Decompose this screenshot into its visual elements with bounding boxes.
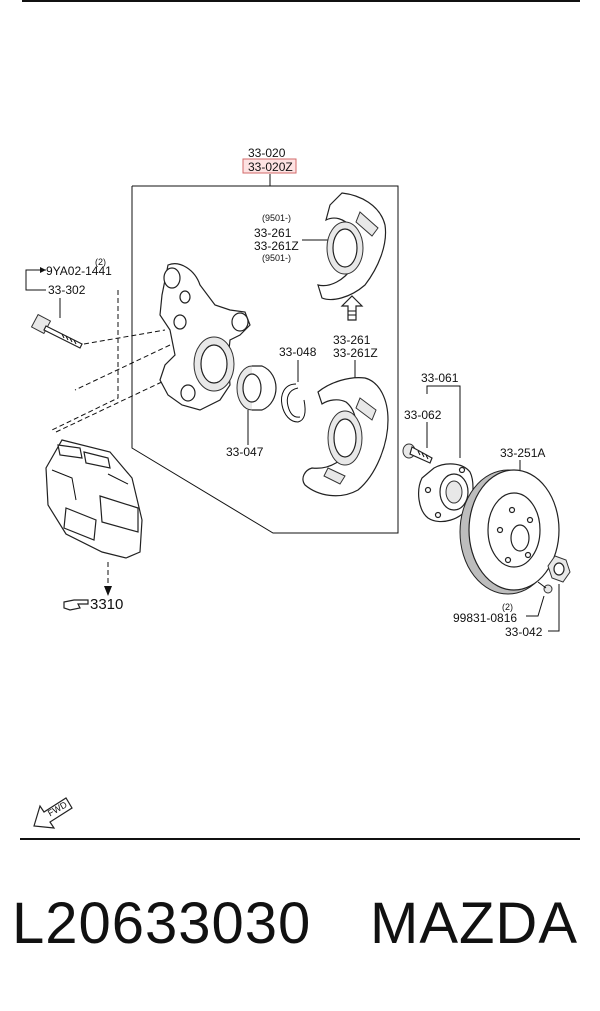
- label-bolt-no[interactable]: 33-302: [48, 283, 86, 297]
- brake-disc-33-251a[interactable]: [459, 469, 560, 595]
- label-bearing[interactable]: 33-047: [226, 445, 264, 459]
- nut-33-042[interactable]: [547, 555, 571, 583]
- label-dust-cover-lower-alt[interactable]: 33-261Z: [333, 346, 378, 360]
- label-date-top: (9501-): [262, 213, 291, 223]
- label-assembly-no[interactable]: 33-020: [248, 146, 286, 160]
- screw-99831-0816[interactable]: [537, 581, 553, 594]
- label-date-bottom: (9501-): [262, 253, 291, 263]
- brake-caliper[interactable]: [45, 439, 143, 559]
- assembly-highlight: [242, 158, 297, 174]
- label-bolt-qty: (2): [95, 257, 106, 267]
- bolt-33-302[interactable]: [30, 313, 83, 349]
- label-dust-cover-upper-alt[interactable]: 33-261Z: [254, 239, 299, 253]
- label-hub-assy[interactable]: 33-061: [421, 371, 459, 385]
- label-screw-code[interactable]: 99831-0816: [453, 611, 517, 625]
- pointing-hand-icon: [63, 599, 89, 611]
- bottom-rule: [20, 838, 580, 840]
- fwd-arrow-icon: FWD: [33, 797, 73, 829]
- dust-cover-lower[interactable]: [302, 377, 389, 497]
- bearing-33-047[interactable]: [236, 365, 277, 411]
- wheel-hub[interactable]: [418, 463, 474, 523]
- steering-knuckle[interactable]: [159, 263, 251, 411]
- label-snap-ring[interactable]: 33-048: [279, 345, 317, 359]
- up-arrow-icon: [340, 295, 364, 321]
- label-assembly-alt[interactable]: 33-020Z: [248, 160, 293, 174]
- dust-cover-upper[interactable]: [317, 192, 387, 301]
- label-dust-cover-upper[interactable]: 33-261: [254, 226, 292, 240]
- part-code: L20633030: [12, 891, 312, 956]
- top-rule: [22, 0, 580, 2]
- snap-ring-33-048[interactable]: [281, 383, 306, 423]
- label-dust-cover-lower[interactable]: 33-261: [333, 333, 371, 347]
- assembly-bracket: [131, 185, 399, 534]
- label-bolt-code[interactable]: 9YA02-1441: [46, 264, 112, 278]
- brand-name: MAZDA: [370, 891, 578, 956]
- label-hub-bolt[interactable]: 33-062: [404, 408, 442, 422]
- label-screw-qty: (2): [502, 602, 513, 612]
- label-disc[interactable]: 33-251A: [500, 446, 545, 460]
- label-nut[interactable]: 33-042: [505, 625, 543, 639]
- label-caliper-ref[interactable]: 3310: [90, 596, 123, 613]
- hub-bolt-33-062[interactable]: [402, 443, 433, 464]
